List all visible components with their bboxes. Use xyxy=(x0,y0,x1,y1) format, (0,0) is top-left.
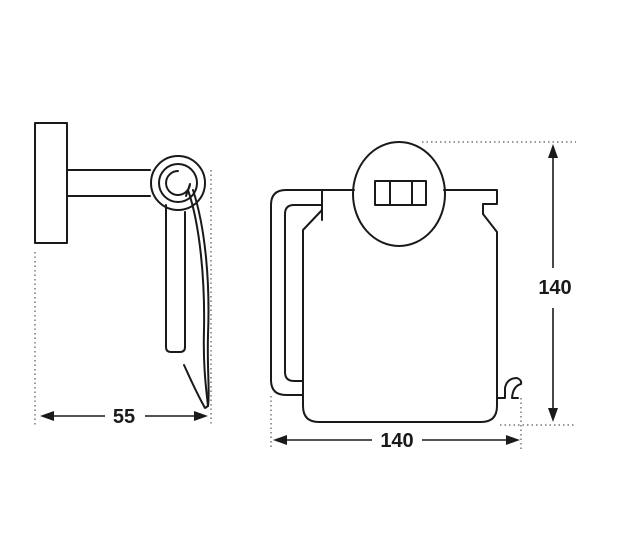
side-arm xyxy=(66,169,151,197)
side-flap xyxy=(183,189,209,409)
front-wall-plate xyxy=(352,141,446,247)
side-view: 55 xyxy=(34,122,212,428)
front-holder-frame xyxy=(270,189,323,396)
side-depth-label: 55 xyxy=(113,406,135,428)
side-flap-outer xyxy=(192,189,210,407)
dimension-side-depth: 55 xyxy=(40,406,208,428)
side-roll-bar xyxy=(165,204,186,353)
dimension-front-height: 140 xyxy=(538,144,572,422)
side-wall-plate xyxy=(34,122,68,244)
front-width-label: 140 xyxy=(380,430,413,452)
side-spiral-mid xyxy=(158,163,198,203)
side-spiral-inner xyxy=(165,170,191,197)
front-cover xyxy=(302,203,498,423)
side-spiral-outer xyxy=(150,155,206,211)
front-view: 140 140 xyxy=(270,141,576,452)
dimension-front-width: 140 xyxy=(273,430,520,452)
front-top-bar xyxy=(321,189,498,205)
front-height-label: 140 xyxy=(538,277,571,299)
front-holder-frame-inner xyxy=(284,204,323,382)
front-clip-block xyxy=(374,180,427,206)
front-hook xyxy=(496,377,523,399)
